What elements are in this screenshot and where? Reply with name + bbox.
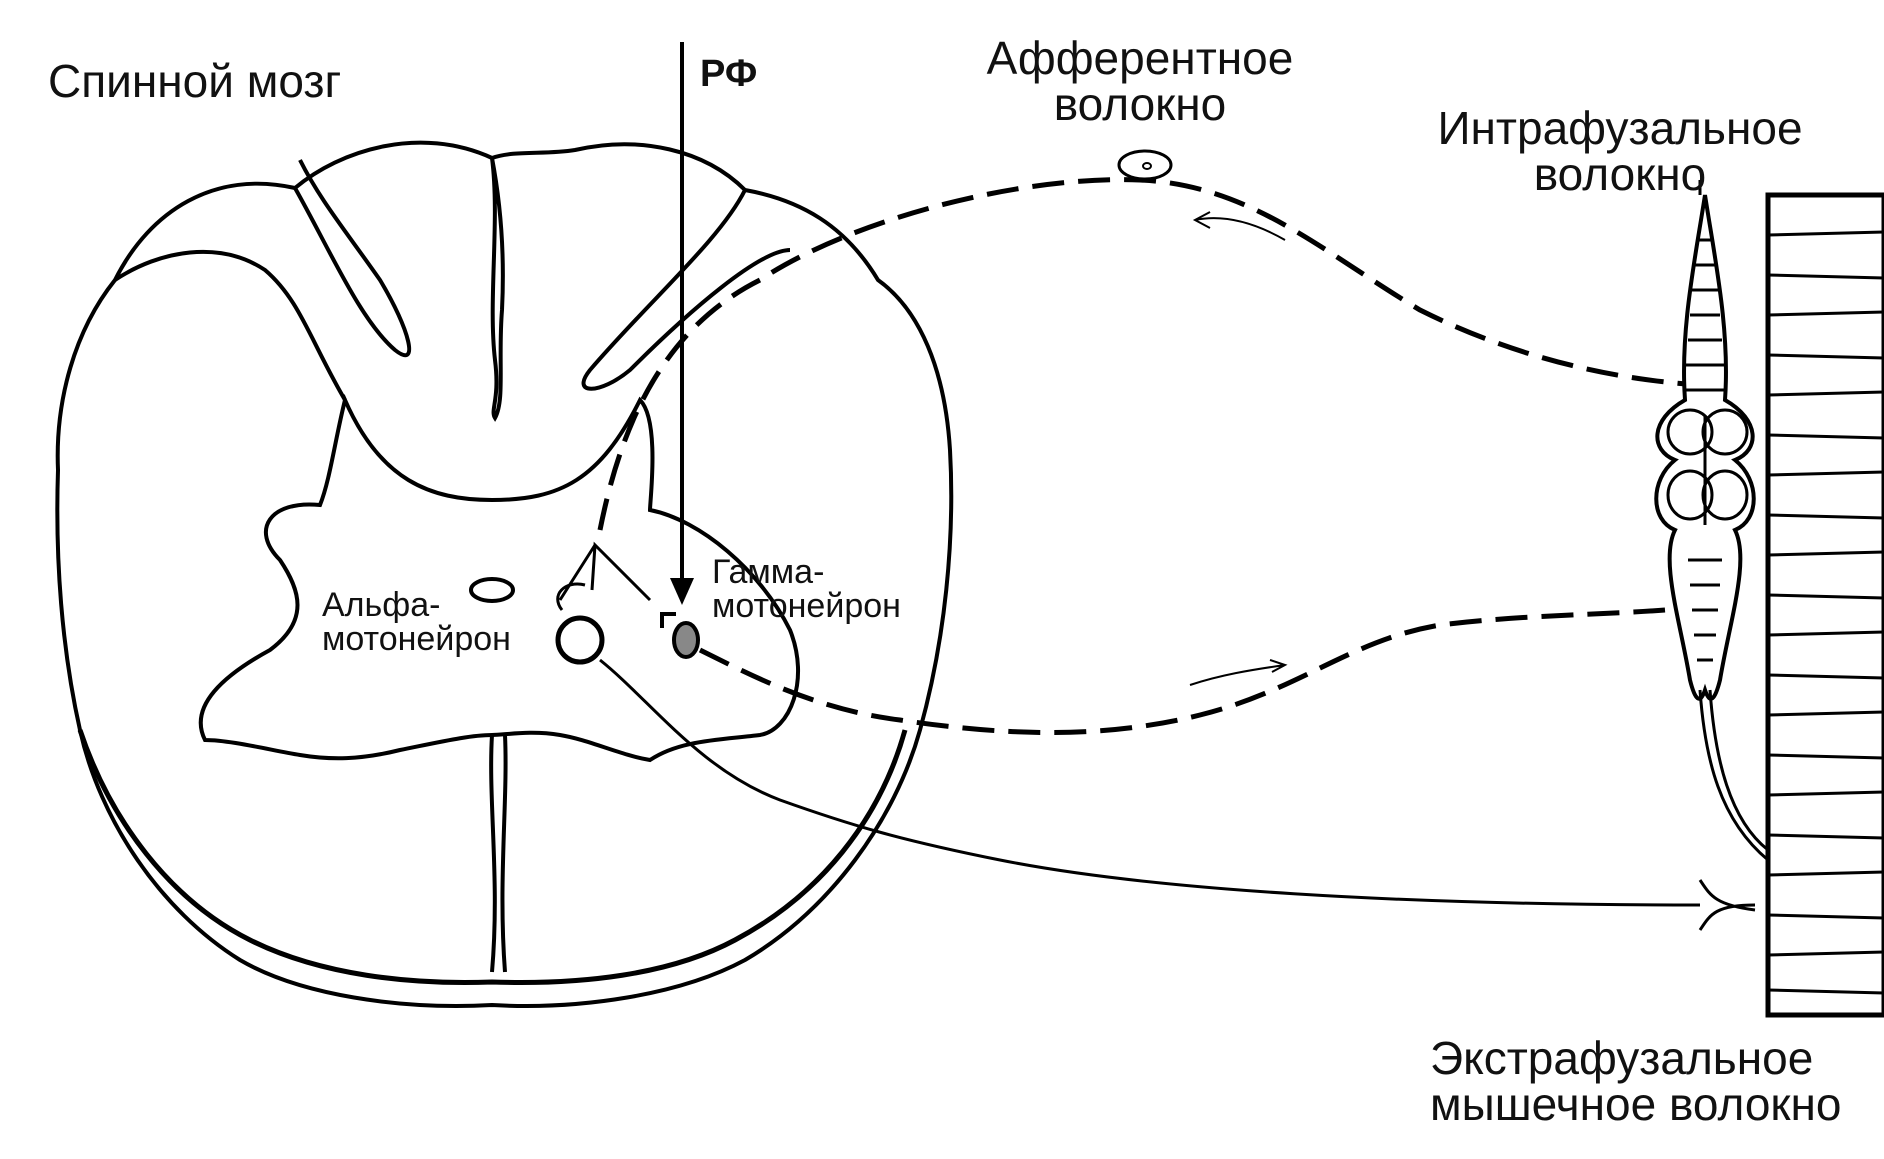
rf-synapse-terminal [660, 612, 676, 628]
rf-label: РФ [700, 53, 758, 95]
alpha-motoneuron-soma [555, 615, 605, 665]
alpha-motoneuron-dendrites [556, 541, 652, 611]
spinal-cord-inner-outline [77, 729, 908, 985]
dorsal-horn-right [581, 189, 791, 391]
gray-matter [198, 393, 800, 763]
alpha-efferent-axon [599, 658, 1701, 907]
rf-arrowhead [670, 578, 694, 605]
dorsal-horn-left [293, 159, 412, 358]
afferent-fiber-label: Афферентное волокно [986, 32, 1294, 130]
alpha-motor-endplate [1698, 879, 1756, 931]
afferent-fiber [597, 177, 1701, 531]
central-canal [469, 577, 515, 603]
posterior-median-septum [490, 157, 505, 422]
anterior-median-fissure [489, 734, 508, 973]
spinal-cord-outline [55, 140, 954, 1008]
intrafusal-striations [1685, 238, 1725, 662]
gamma-motoneuron-label: Гамма- мотонейрон [712, 553, 901, 625]
gamma-efferent-fiber [698, 607, 1666, 735]
intrafusal-tendon [1698, 689, 1769, 862]
extrafusal-striations [1767, 230, 1884, 995]
extrafusal-muscle-fiber [1765, 192, 1884, 1018]
gamma-motoneuron-soma [672, 621, 700, 659]
gamma-direction-arrow [1189, 659, 1288, 686]
spinal-cord-label: Спинной мозг [48, 55, 342, 107]
extrafusal-fiber-label: Экстрафузальное мышечное волокно [1430, 1032, 1842, 1130]
intrafusal-fiber-label: Интрафузальное волокно [1437, 102, 1803, 200]
afferent-direction-arrow [1192, 211, 1286, 241]
alpha-motoneuron-label: Альфа- мотонейрон [322, 586, 511, 658]
dorsal-root-left [113, 249, 347, 402]
intrafusal-nuclear-bag [1666, 408, 1749, 525]
afferent-ganglion [1117, 149, 1173, 181]
afferent-ganglion-nucleus [1142, 162, 1152, 170]
